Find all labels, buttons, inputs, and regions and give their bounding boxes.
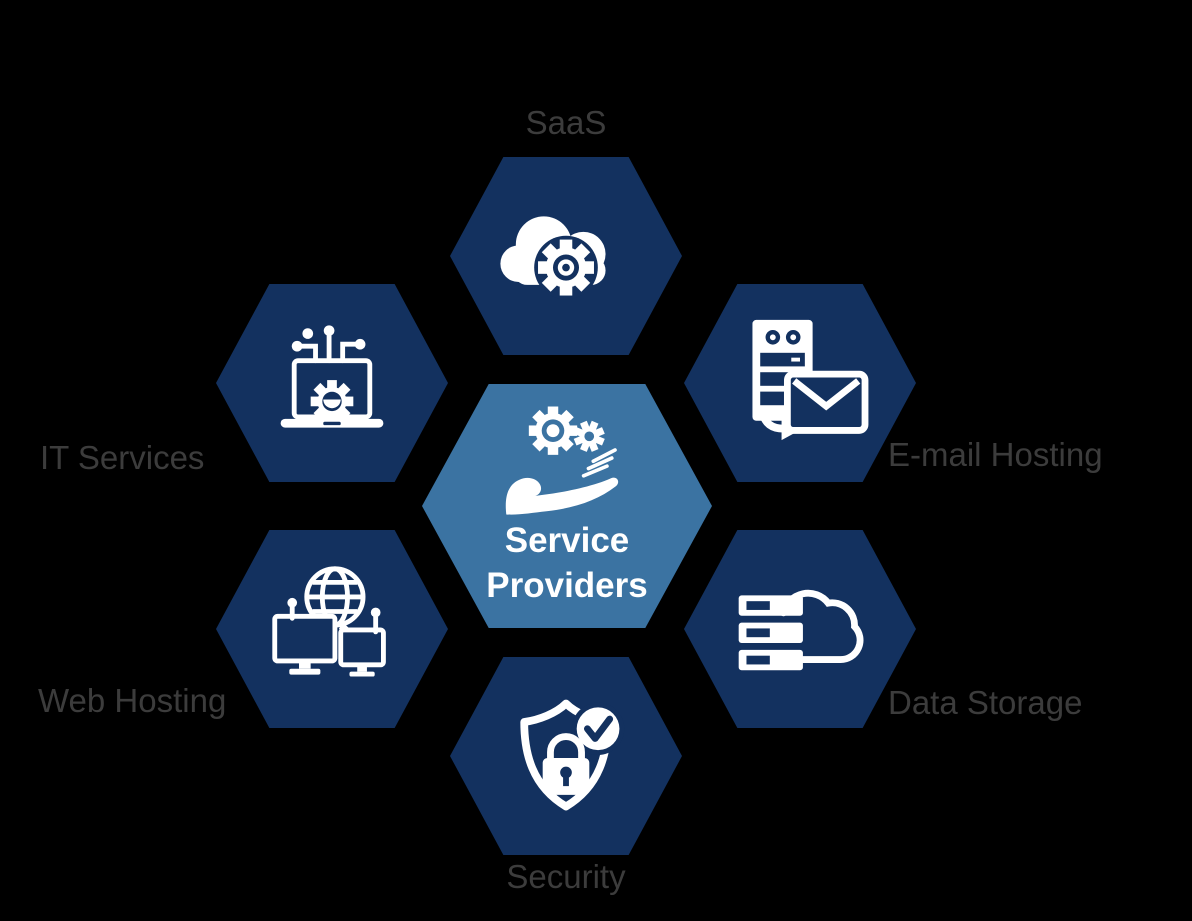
cloud-gear-icon [500,215,606,299]
label-web-hosting: Web Hosting [38,682,227,719]
center-title: Service Providers [486,519,647,609]
center-title-line1: Service [504,521,630,560]
globe-monitors-icon [272,565,386,677]
label-saas: SaaS [525,104,607,141]
hexagon-data-storage [684,530,916,728]
hexagon-security [450,657,682,855]
server-envelope-icon [752,319,869,440]
hand-gears-icon [505,406,618,515]
laptop-gear-circuit-icon [280,325,384,428]
label-it-services: IT Services [40,439,205,476]
server-cloud-icon [738,589,864,671]
label-email-hosting: E-mail Hosting [888,436,1103,473]
label-data-storage: Data Storage [888,684,1083,721]
label-security: Security [506,858,626,895]
hexagon-service-providers: Service Providers [422,384,712,628]
center-title-line2: Providers [486,565,648,605]
hexagon-web-hosting [216,530,448,728]
hexagon-email-hosting [684,284,916,482]
hexagon-it-services [216,284,448,482]
hexagon-saas [450,157,682,355]
shield-lock-check-icon [520,699,625,811]
